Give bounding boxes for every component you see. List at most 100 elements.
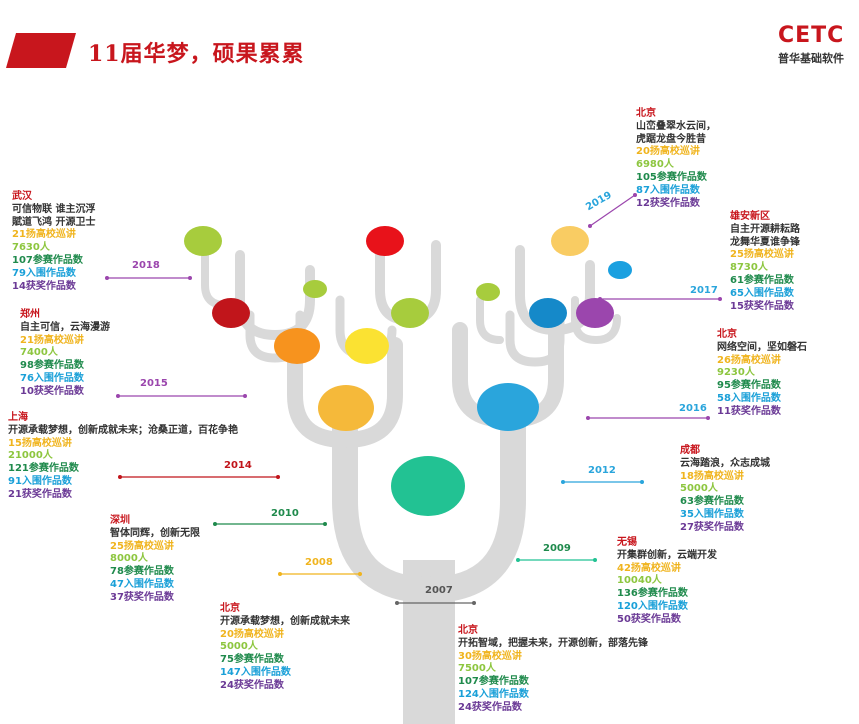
stat-label: 获奖作品数: [693, 521, 744, 533]
stat-label: 入围作品数: [649, 184, 700, 196]
city-name: 北京: [458, 625, 478, 636]
city-name: 北京: [717, 329, 737, 340]
stat-lectures: 25: [730, 249, 744, 261]
slogan-line: 网络空间，坚如磐石: [717, 341, 807, 353]
info-block-2019: 北京 山峦叠翠水云间， 虎踞龙盘今胜昔 20扬高校巡讲 6980人 105参赛作…: [636, 108, 716, 210]
info-block-2012: 成都 云海踏浪，众志成城 18扬高校巡讲 5000人 63参赛作品数 35入围作…: [680, 445, 770, 535]
stat-label: 入围作品数: [730, 392, 781, 404]
stat-label: 人: [47, 347, 58, 359]
stat-lectures: 20: [636, 146, 650, 158]
stat-label: 入围作品数: [123, 578, 174, 590]
city-name: 深圳: [110, 515, 130, 526]
stat-label: 参赛作品数: [693, 496, 744, 508]
stat-awards: 37: [110, 591, 124, 603]
title-banner: [6, 33, 76, 68]
stat-label: 入围作品数: [743, 287, 794, 299]
stat-entries: 107: [458, 676, 479, 688]
year-label-2009: 2009: [543, 543, 571, 554]
stat-label: 人: [247, 641, 258, 653]
stat-label: 获奖作品数: [33, 385, 84, 397]
slogan-line: 虎踞龙盘今胜昔: [636, 133, 706, 145]
stat-label: 参赛作品数: [32, 254, 83, 266]
stat-finalists: 87: [636, 184, 650, 196]
year-label-2017: 2017: [690, 285, 718, 296]
stat-entries: 75: [220, 654, 234, 666]
city-name: 雄安新区: [730, 211, 770, 222]
info-block-2008: 北京 开源承载梦想，创新成就未来 20扬高校巡讲 5000人 75参赛作品数 1…: [220, 603, 350, 693]
info-block-2010: 深圳 智体同辉，创新无限 25扬高校巡讲 8000人 78参赛作品数 47入围作…: [110, 515, 200, 605]
stat-label: 参赛作品数: [28, 463, 79, 475]
slogan-line: 开源承载梦想，创新成就未来；沧桑正道，百花争艳: [8, 424, 238, 436]
stat-label: 参赛作品数: [743, 274, 794, 286]
stat-finalists: 47: [110, 578, 124, 590]
slogan-line: 自主可信，云海漫游: [20, 321, 110, 333]
info-block-2018: 武汉 可信物联 谁主沉浮 賦道飞鸿 开源卫士 21扬高校巡讲 7630人 107…: [12, 191, 95, 293]
stat-awards: 14: [12, 280, 26, 292]
stat-label: 参赛作品数: [656, 171, 707, 183]
stat-label: 入围作品数: [478, 688, 529, 700]
slogan-line: 云海踏浪，众志成城: [680, 457, 770, 469]
logo-mark: CETC: [778, 23, 845, 48]
stat-label: 获奖作品数: [233, 679, 284, 691]
company-logo: CETC 普华基础软件: [778, 23, 844, 66]
info-block-2017: 雄安新区 自主开源耕耘路 龙舞华夏谁争锋 25扬高校巡讲 8730人 61参赛作…: [730, 211, 800, 313]
stat-finalists: 65: [730, 287, 744, 299]
stat-awards: 24: [220, 679, 234, 691]
leaf-2007: [391, 456, 465, 516]
stat-label: 人: [744, 367, 755, 379]
stat-label: 人: [485, 663, 496, 675]
page-title: 11届华梦，硕果累累: [88, 41, 305, 67]
year-label-2014: 2014: [224, 460, 252, 471]
stat-label: 人: [137, 553, 148, 565]
stat-label: 获奖作品数: [649, 197, 700, 209]
stat-label: 参赛作品数: [637, 588, 688, 600]
stat-label: 扬高校巡讲: [233, 628, 284, 640]
stat-entries: 95: [717, 380, 731, 392]
stat-label: 入围作品数: [33, 372, 84, 384]
tree-leaves: [184, 226, 632, 516]
slogan-line: 开源承载梦想，创新成就未来: [220, 615, 350, 627]
leaf-2012: [529, 298, 567, 328]
stat-entries: 63: [680, 496, 694, 508]
stat-label: 人: [757, 262, 768, 274]
leaf-2019: [551, 226, 589, 256]
stat-lectures: 15: [8, 437, 22, 449]
stat-awards: 10: [20, 385, 34, 397]
stat-label: 扬高校巡讲: [123, 540, 174, 552]
slogan-line: 开集群创新，云端开发: [617, 549, 717, 561]
leaf-yellow-mid: [345, 328, 389, 364]
info-block-2014: 上海 开源承载梦想，创新成就未来；沧桑正道，百花争艳 15扬高校巡讲 21000…: [8, 412, 238, 502]
info-block-2009: 无锡 开集群创新，云端开发 42扬高校巡讲 10040人 136参赛作品数 12…: [617, 537, 717, 627]
stat-entries: 78: [110, 566, 124, 578]
stat-entries: 107: [12, 254, 33, 266]
city-name: 无锡: [617, 537, 637, 548]
stat-awards: 11: [717, 405, 731, 417]
stat-lectures: 26: [717, 354, 731, 366]
stat-people: 5000: [680, 483, 708, 495]
info-block-2007: 北京 开拓智域，把握未来，开源创新，部落先锋 30扬高校巡讲 7500人 107…: [458, 625, 648, 715]
stat-entries: 61: [730, 274, 744, 286]
stat-lectures: 18: [680, 470, 694, 482]
stat-entries: 136: [617, 588, 638, 600]
stat-label: 入围作品数: [21, 475, 72, 487]
stat-lectures: 21: [12, 229, 26, 241]
leaf-2017: [576, 298, 614, 328]
year-label-2008: 2008: [305, 557, 333, 568]
stat-people: 5000: [220, 641, 248, 653]
stat-label: 扬高校巡讲: [471, 650, 522, 662]
stat-people: 21000: [8, 450, 43, 462]
stat-label: 参赛作品数: [730, 380, 781, 392]
slogan-line: 可信物联 谁主沉浮: [12, 203, 96, 215]
year-label-2012: 2012: [588, 465, 616, 476]
stat-label: 人: [39, 242, 50, 254]
stat-entries: 105: [636, 171, 657, 183]
year-label-2010: 2010: [271, 508, 299, 519]
stat-people: 8000: [110, 553, 138, 565]
year-label-2016: 2016: [679, 403, 707, 414]
leaf-green-mid: [391, 298, 429, 328]
stat-finalists: 35: [680, 508, 694, 520]
stat-awards: 15: [730, 300, 744, 312]
leaf-red-top: [366, 226, 404, 256]
connector-dots: [105, 193, 722, 605]
tree-branches: [201, 240, 621, 604]
